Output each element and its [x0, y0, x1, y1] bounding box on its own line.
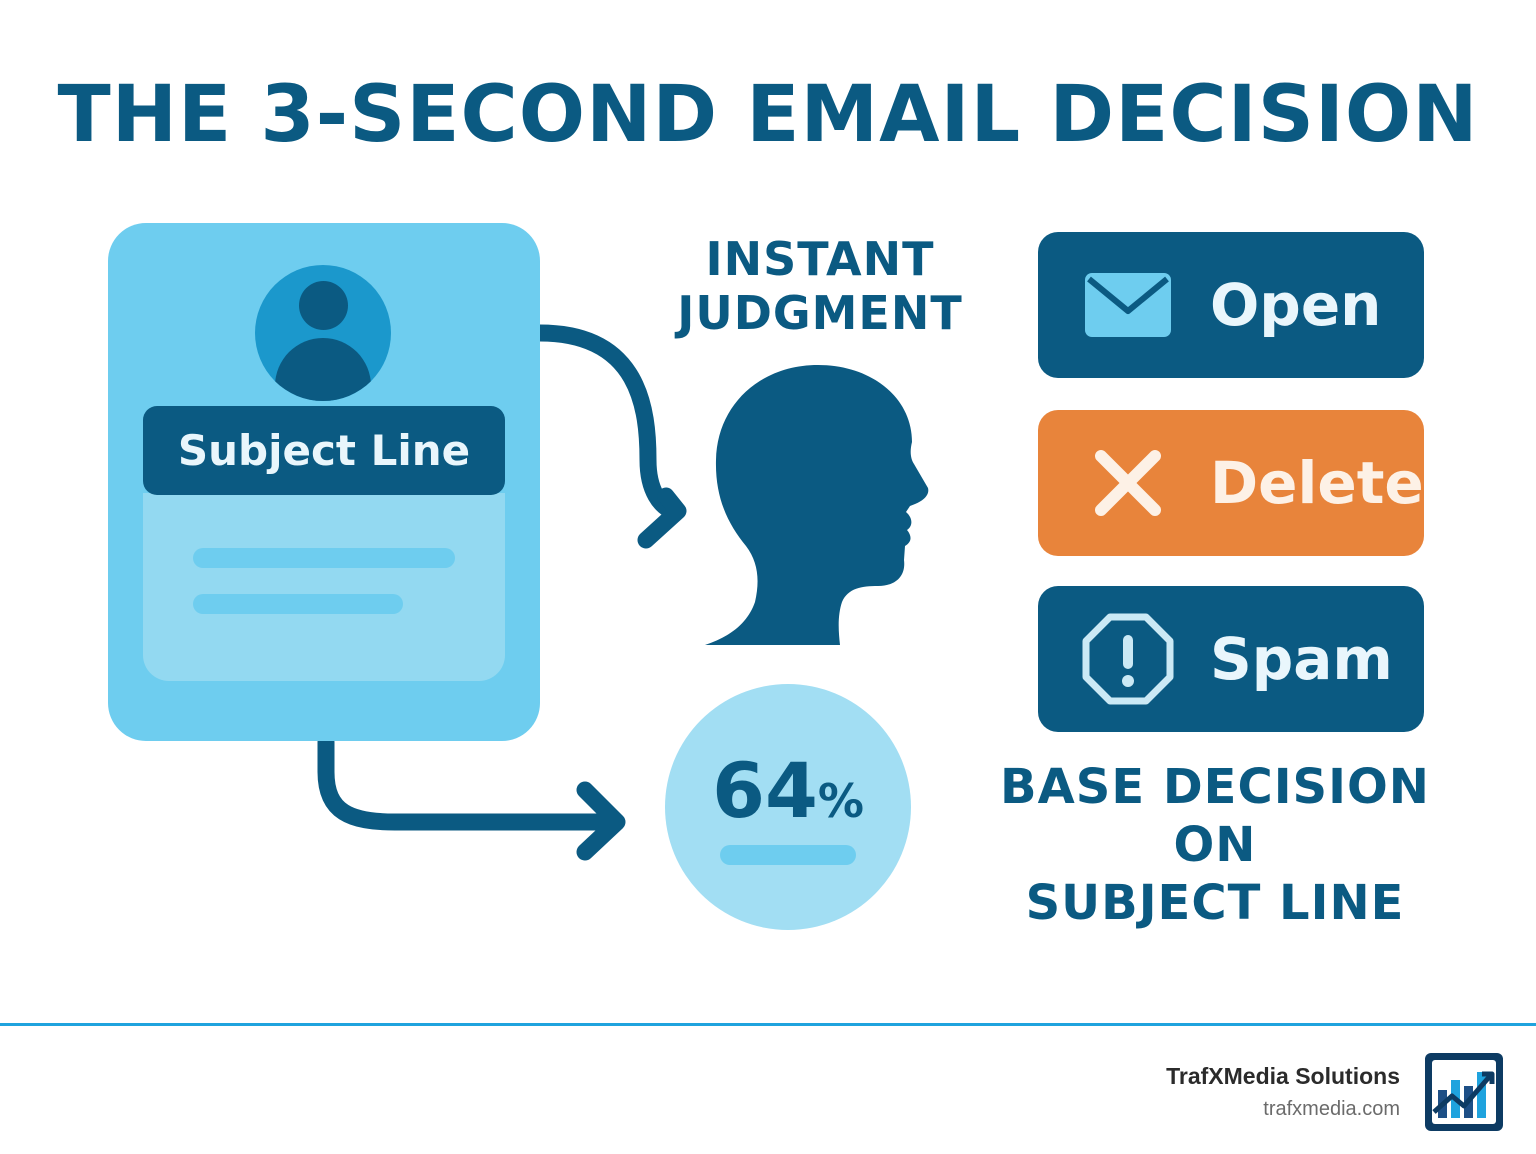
- email-card: Subject Line: [108, 223, 540, 741]
- judgment-line-2: JUDGMENT: [677, 286, 963, 340]
- envelope-icon: [1080, 257, 1176, 353]
- avatar: [255, 265, 391, 401]
- arrow-to-head-head: [637, 487, 687, 549]
- avatar-body: [275, 338, 371, 401]
- subject-line-label: Subject Line: [177, 426, 471, 475]
- brand-url: trafxmedia.com: [1263, 1098, 1400, 1120]
- warning-octagon-icon: [1080, 611, 1176, 707]
- stat-value: 64%: [665, 746, 911, 835]
- base-decision-label: BASE DECISION ON SUBJECT LINE: [970, 758, 1460, 932]
- stat-bar: [720, 845, 856, 865]
- instant-judgment-label: INSTANT JUDGMENT: [650, 232, 990, 340]
- brand-logo-icon: [1425, 1053, 1503, 1131]
- base-decision-line-1: BASE DECISION ON: [1000, 759, 1430, 873]
- spam-button[interactable]: Spam: [1038, 586, 1424, 732]
- open-label: Open: [1210, 271, 1382, 339]
- page-title: THE 3-SECOND EMAIL DECISION: [57, 70, 1479, 160]
- arrow-to-head: [531, 324, 685, 521]
- email-body: [143, 493, 505, 681]
- arrow-to-stat-head: [576, 781, 626, 861]
- judgment-line-1: INSTANT: [705, 232, 935, 286]
- spam-label: Spam: [1210, 625, 1393, 693]
- head-silhouette-icon: [705, 365, 929, 645]
- stat-unit: %: [817, 774, 864, 828]
- base-decision-line-2: SUBJECT LINE: [1025, 875, 1405, 931]
- x-icon: [1080, 435, 1176, 531]
- stat-number: 64: [712, 746, 818, 835]
- delete-button[interactable]: Delete: [1038, 410, 1424, 556]
- body-line: [193, 594, 403, 614]
- arrow-to-stat: [317, 733, 624, 831]
- brand-name: TrafXMedia Solutions: [1166, 1063, 1400, 1089]
- subject-line-box: Subject Line: [143, 406, 505, 495]
- avatar-head: [299, 281, 348, 330]
- footer-divider: [0, 1023, 1536, 1026]
- stat-circle: 64%: [665, 684, 911, 930]
- delete-label: Delete: [1210, 449, 1424, 517]
- open-button[interactable]: Open: [1038, 232, 1424, 378]
- body-line: [193, 548, 455, 568]
